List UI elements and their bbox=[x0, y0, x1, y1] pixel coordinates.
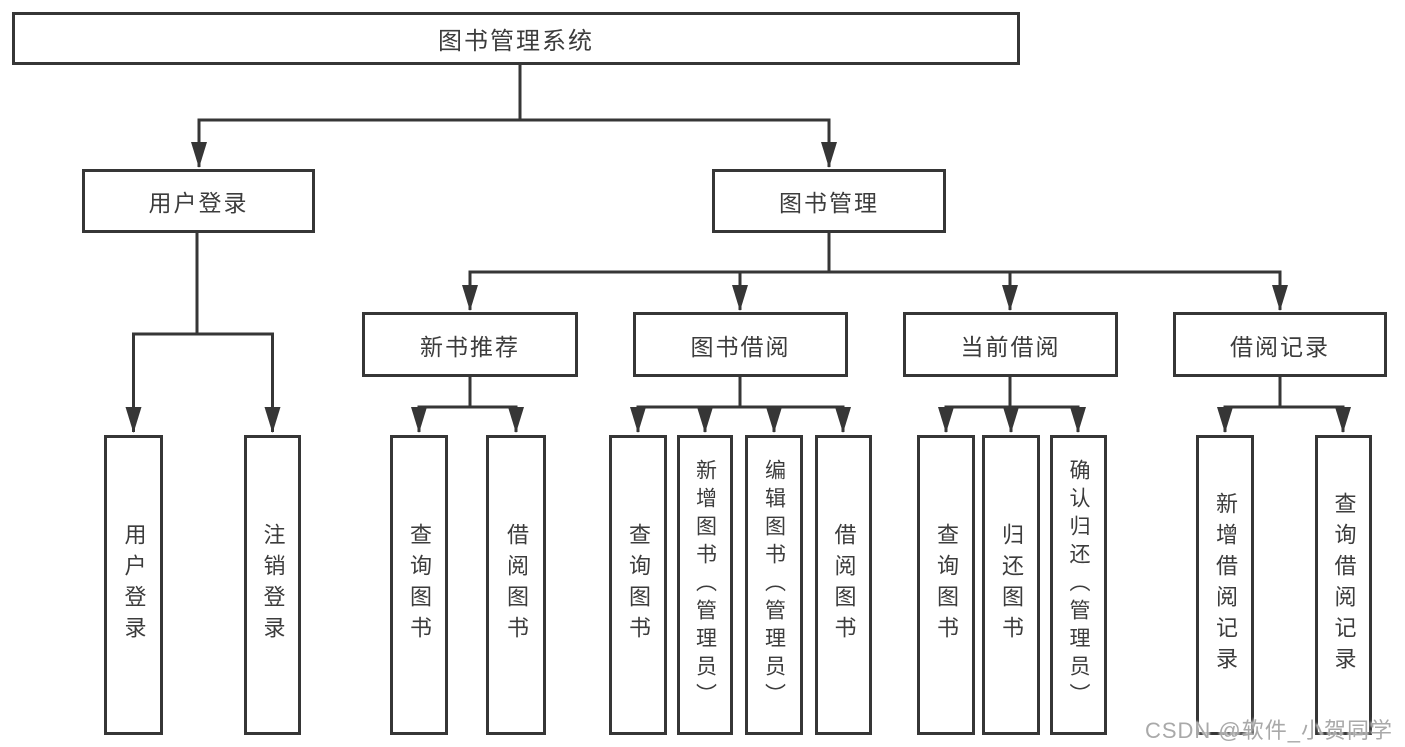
node-book-management: 图书管理 bbox=[712, 169, 946, 233]
node-label: 查询借阅记录 bbox=[1331, 492, 1357, 678]
node-label: 借阅图书 bbox=[504, 523, 529, 647]
leaf-query-books-recommend: 查询图书 bbox=[390, 435, 448, 735]
leaf-borrow-books-recommend: 借阅图书 bbox=[486, 435, 546, 735]
leaf-edit-books-admin: 编辑图书（管理员） bbox=[745, 435, 803, 735]
node-label: 注销登录 bbox=[260, 523, 286, 647]
node-label: 当前借阅 bbox=[960, 333, 1061, 360]
node-user-login: 用户登录 bbox=[82, 169, 315, 233]
node-label: 新书推荐 bbox=[420, 333, 520, 360]
node-label: 查询图书 bbox=[407, 523, 432, 647]
leaf-return-books: 归还图书 bbox=[982, 435, 1040, 735]
leaf-add-borrow-record: 新增借阅记录 bbox=[1196, 435, 1254, 735]
node-label: 图书管理系统 bbox=[438, 28, 594, 55]
leaf-query-books-borrow: 查询图书 bbox=[609, 435, 667, 735]
leaf-confirm-return-admin: 确认归还（管理员） bbox=[1050, 435, 1107, 735]
node-label: 图书管理 bbox=[779, 190, 879, 216]
node-label: 新增借阅记录 bbox=[1213, 492, 1238, 678]
node-label: 查询图书 bbox=[934, 523, 959, 647]
node-borrowing-records: 借阅记录 bbox=[1173, 312, 1387, 377]
node-label: 借阅记录 bbox=[1230, 333, 1330, 360]
node-label: 编辑图书（管理员） bbox=[762, 459, 786, 711]
leaf-query-borrow-record: 查询借阅记录 bbox=[1315, 435, 1372, 735]
leaf-logout: 注销登录 bbox=[244, 435, 301, 735]
node-label: 用户登录 bbox=[121, 523, 147, 647]
node-library-management-system: 图书管理系统 bbox=[12, 12, 1020, 65]
csdn-watermark: CSDN @软件_小贺同学 bbox=[1144, 718, 1393, 743]
leaf-add-books-admin: 新增图书（管理员） bbox=[677, 435, 733, 735]
node-label: 借阅图书 bbox=[831, 523, 857, 647]
node-label: 确认归还（管理员） bbox=[1067, 459, 1090, 711]
leaf-borrow-books: 借阅图书 bbox=[815, 435, 872, 735]
leaf-query-books-current: 查询图书 bbox=[917, 435, 975, 735]
node-label: 归还图书 bbox=[999, 523, 1024, 647]
node-label: 图书借阅 bbox=[690, 333, 791, 360]
node-current-borrowing: 当前借阅 bbox=[903, 312, 1118, 377]
node-label: 用户登录 bbox=[148, 190, 249, 216]
node-label: 查询图书 bbox=[626, 523, 651, 647]
node-new-book-recommendation: 新书推荐 bbox=[362, 312, 578, 377]
node-label: 新增图书（管理员） bbox=[693, 459, 717, 711]
node-book-borrowing: 图书借阅 bbox=[633, 312, 848, 377]
leaf-user-login: 用户登录 bbox=[104, 435, 163, 735]
